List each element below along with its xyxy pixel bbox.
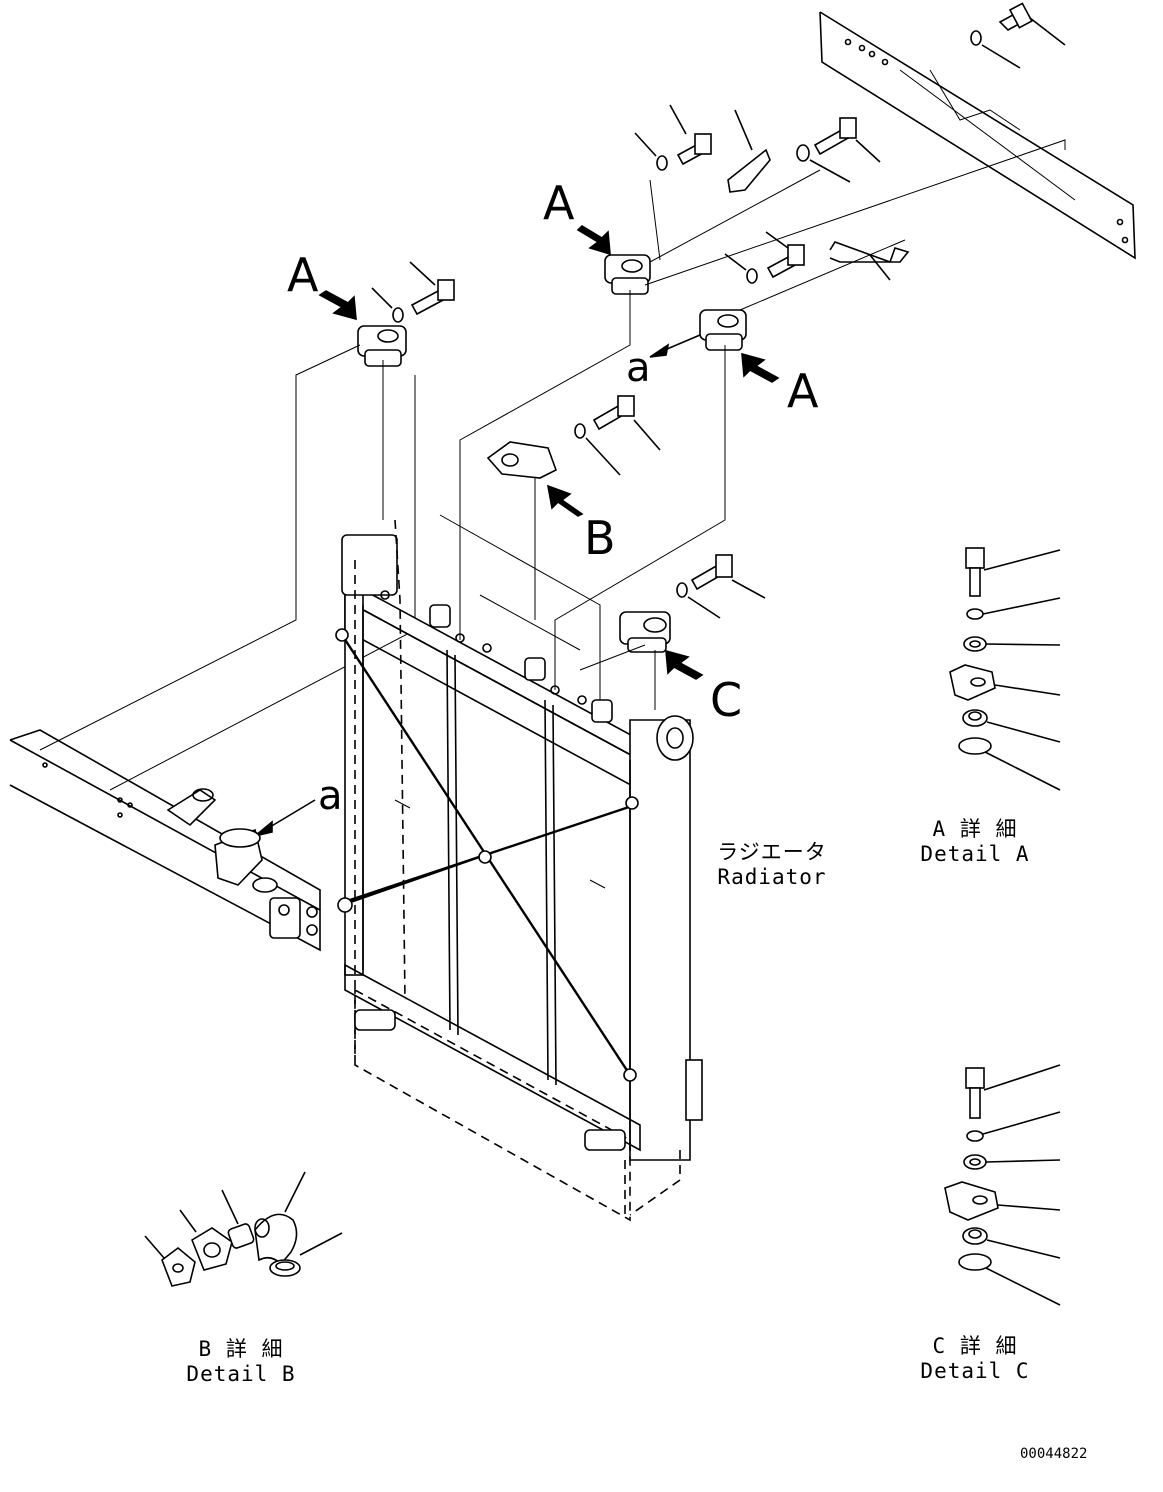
radiator-caption: ラジエータ Radiator	[712, 840, 832, 890]
assembly-lines	[39, 69, 1076, 791]
callout-a-left: A	[287, 248, 319, 302]
washer-upper-center	[634, 132, 668, 171]
mount-a-left	[318, 290, 407, 367]
detail-b-caption-jp: B 詳 細	[198, 1337, 284, 1361]
callout-b: B	[584, 511, 616, 565]
bolt-mid-center	[765, 231, 805, 279]
bolt-upper-center	[669, 104, 712, 166]
bracket-upper-center	[727, 109, 771, 193]
bolt-b	[592, 395, 661, 451]
washer-mid-right	[796, 144, 851, 183]
elbow-b	[486, 441, 584, 517]
left-frame	[9, 729, 321, 952]
ref-a-top: a	[626, 345, 651, 391]
detail-b-caption: B 詳 細 Detail B	[186, 1337, 296, 1387]
detail-b-caption-en: Detail B	[186, 1362, 296, 1387]
detail-a-parts	[949, 547, 1061, 791]
callout-a-center: A	[543, 176, 575, 230]
arrow-a-top	[649, 334, 701, 358]
washer-mid-center	[724, 253, 758, 284]
detail-c-caption-jp: C 詳 細	[932, 1334, 1018, 1358]
detail-c-parts	[944, 1064, 1061, 1306]
drawing-number: 00044822	[1020, 1446, 1088, 1462]
arrow-a-left	[254, 799, 316, 837]
washer-top-right	[970, 30, 1021, 69]
detail-c-caption: C 詳 細 Detail C	[920, 1334, 1030, 1384]
bolt-c	[690, 554, 766, 599]
washer-c	[676, 582, 721, 619]
detail-a-caption: A 詳 細 Detail A	[920, 817, 1030, 867]
mount-c	[619, 611, 704, 680]
bolt-top-right	[998, 2, 1066, 46]
mount-a-right	[699, 309, 780, 383]
detail-b-parts	[144, 1171, 343, 1287]
radiator-assembly	[335, 519, 703, 1222]
detail-c-caption-en: Detail C	[920, 1359, 1030, 1384]
mount-a-center	[576, 224, 651, 295]
washer-b	[574, 423, 621, 476]
frame-panel	[819, 11, 1136, 260]
bolt-left	[409, 261, 455, 316]
ref-a-left: a	[318, 773, 343, 819]
radiator-caption-en: Radiator	[717, 865, 827, 890]
callout-c: C	[710, 673, 743, 727]
bolt-mid-right	[813, 117, 881, 163]
callout-a-right: A	[787, 364, 819, 418]
detail-a-caption-jp: A 詳 細	[932, 817, 1018, 841]
detail-a-caption-en: Detail A	[920, 842, 1030, 867]
stay-bracket	[829, 241, 910, 281]
radiator-caption-jp: ラジエータ	[717, 840, 827, 864]
washer-left	[371, 287, 404, 323]
